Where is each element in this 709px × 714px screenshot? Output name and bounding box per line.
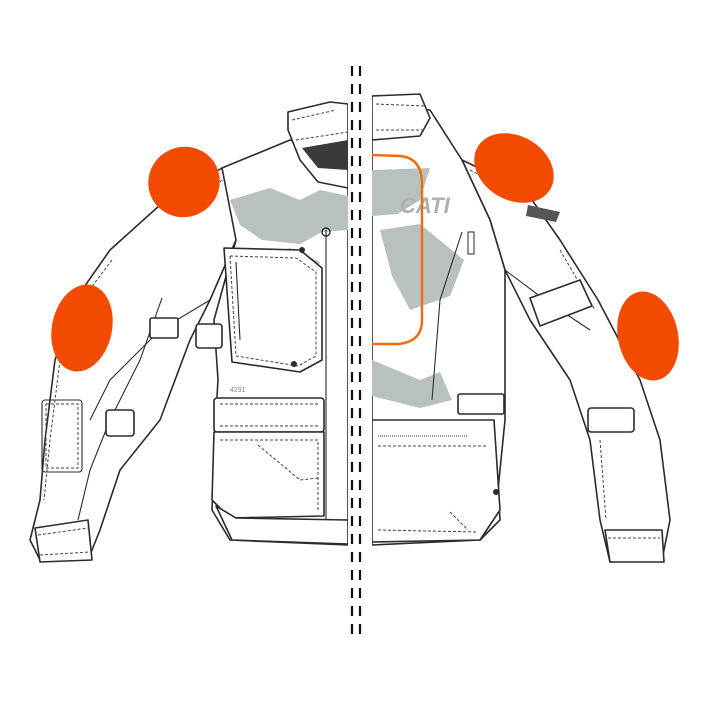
back-protector-pocket (371, 153, 424, 346)
inner-lower-pocket (371, 419, 501, 543)
left-forearm-strap (105, 409, 135, 437)
lower-cargo-pocket (211, 431, 325, 519)
jacket-inside-half: CATI (371, 93, 671, 563)
chest-pocket-zipper (235, 261, 241, 341)
waist-adjuster-strap (457, 393, 505, 415)
side-buckle (195, 323, 223, 349)
right-elbow-protector (617, 291, 679, 381)
right-shoulder-protector (474, 133, 554, 203)
right-forearm-strap (587, 407, 635, 433)
chest-logo: CATI (400, 193, 451, 218)
left-forearm-pocket (41, 399, 83, 473)
left-elbow-protector (51, 284, 113, 372)
right-cuff (604, 529, 665, 563)
left-shoulder-protector (148, 146, 220, 218)
right-upper-arm-strap (529, 279, 593, 327)
inner-collar (371, 93, 431, 141)
lower-flap-pocket (213, 397, 325, 433)
pocket-label: 4291 (230, 387, 246, 394)
left-upper-arm-strap (149, 317, 179, 339)
left-camo-print (230, 188, 348, 244)
left-cuff (34, 519, 93, 563)
jacket-front-half: 4291 (29, 101, 349, 563)
right-camo-print (372, 168, 430, 216)
inner-zipper (431, 231, 463, 401)
